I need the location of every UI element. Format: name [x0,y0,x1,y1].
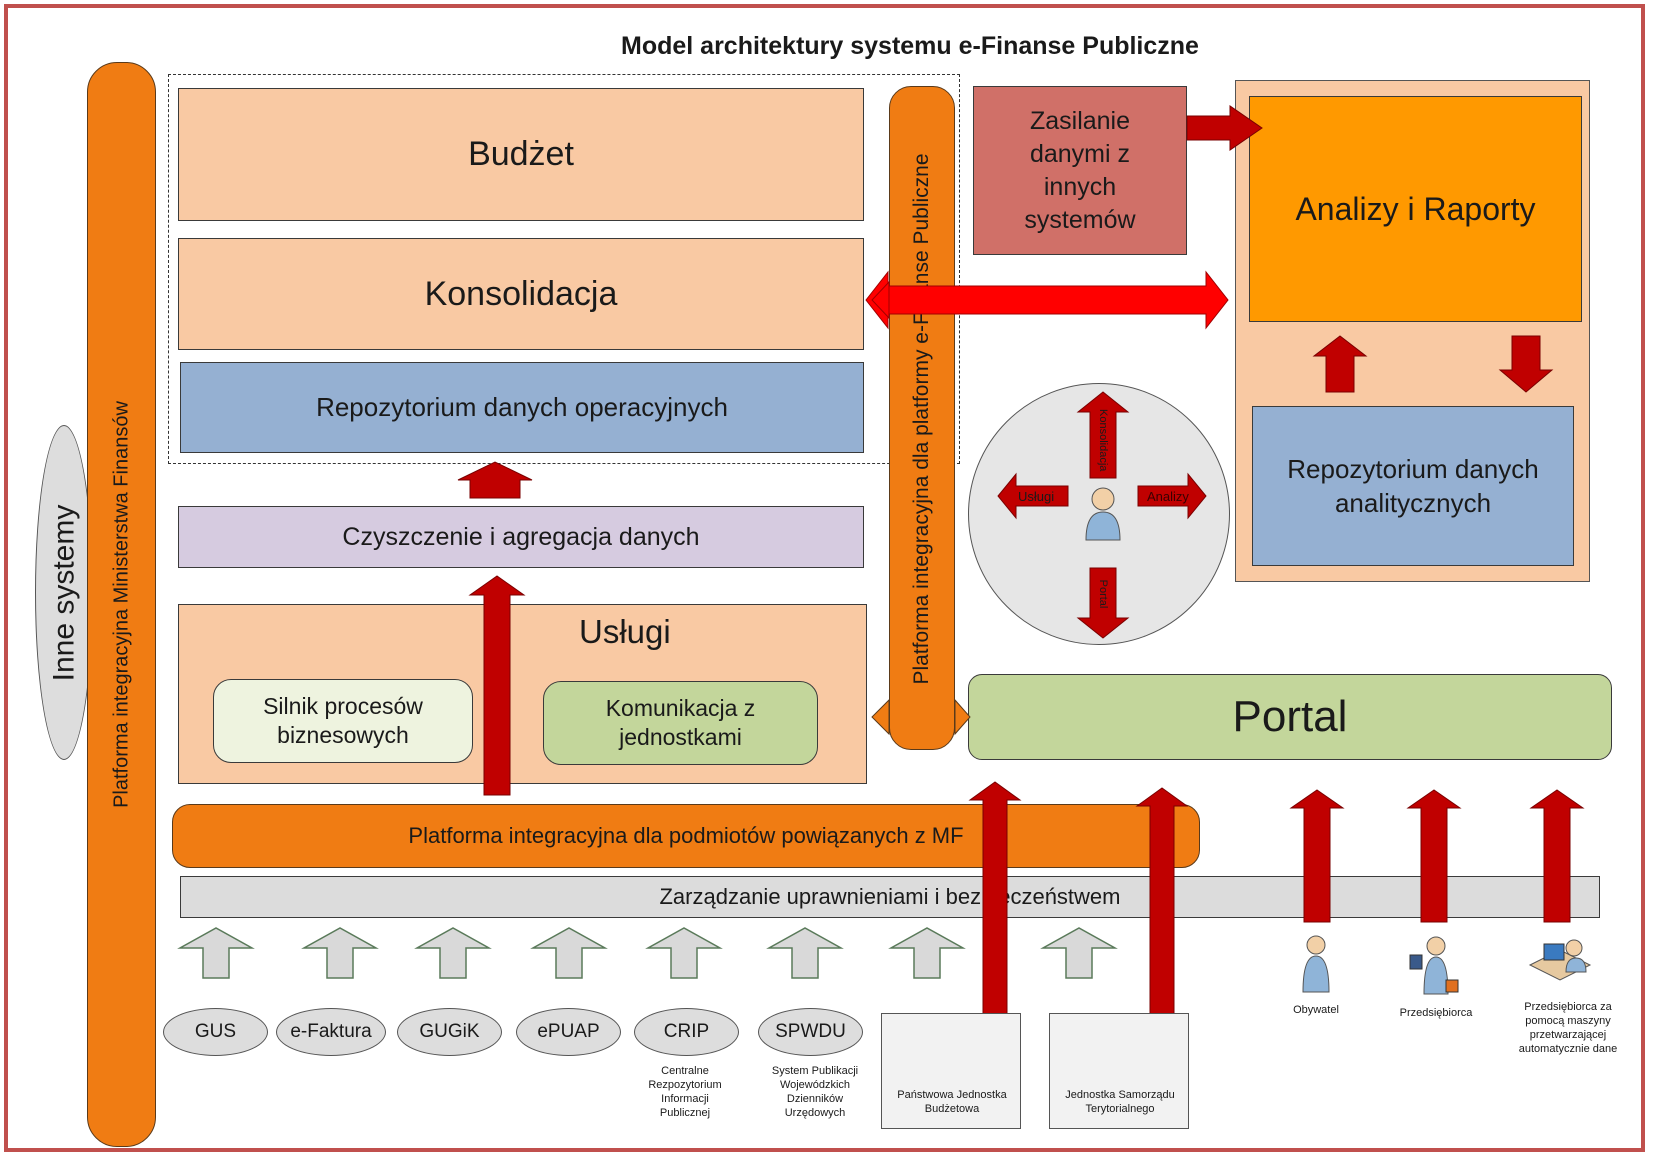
arrow-efaktura [301,927,379,979]
circle-arrow-right [1137,472,1207,520]
pjb-label: Państwowa Jednostka Budżetowa [897,1089,1007,1115]
efp-arrow-top-left [871,280,890,320]
arrow-system-7 [888,927,966,979]
repozytorium-operacyjne-box: Repozytorium danych operacyjnych [180,362,864,453]
przedsiebiorca-maszyna-label: Przedsiębiorca za pomocą maszyny przetwa… [1518,1001,1618,1055]
arrow-zasilanie [1186,105,1263,151]
arrow-spwdu [766,927,844,979]
person-icon-center [1085,487,1121,541]
system-gugik: GUGiK [397,1008,502,1056]
circle-label-konsolidacja: Konsolidacja [1097,409,1109,472]
arrow-epuap [530,927,608,979]
arrow-konsolidacja-analizy [865,270,1229,330]
arrow-obywatel [1289,789,1345,923]
crip-description: Centralne Rezpozytorium Informacji Publi… [648,1065,722,1119]
obywatel-label: Obywatel [1293,1004,1339,1016]
system-spwdu: SPWDU [758,1008,863,1056]
arrow-down-analizy [1498,335,1554,393]
data-layer-container [168,74,960,464]
diagram-title: Model architektury systemu e-Finanse Pub… [621,32,1199,60]
konsolidacja-box: Konsolidacja [178,238,864,350]
arrow-pjb-portal [968,781,1022,1018]
pjb-box: Państwowa Jednostka Budżetowa [881,1013,1021,1129]
arrow-przedsiebiorca [1406,789,1462,923]
system-gus: GUS [163,1008,268,1056]
zarzadzanie-bar: Zarządzanie uprawnieniami i bezpieczeńst… [180,876,1600,918]
silnik-procesow-box: Silnik procesów biznesowych [213,679,473,763]
person-icon-obywatel [1302,935,1330,993]
jst-box: Jednostka Samorządu Terytorialnego [1049,1013,1189,1129]
czyszczenie-box: Czyszczenie i agregacja danych [178,506,864,568]
arrow-jst-portal [1135,787,1189,1018]
arrow-up-czyszczenie [457,461,533,499]
businessman-icon [1409,936,1459,995]
circle-label-portal: Portal [1097,579,1109,609]
platform-efp-bar: Platforma integracyjna dla platformy e-F… [889,86,955,750]
arrow-up-analizy [1312,335,1368,393]
arrow-up-uslugi [468,575,526,796]
circle-arrow-left [997,472,1069,520]
analizy-raporty-box: Analizy i Raporty [1249,96,1582,322]
system-arrows [177,927,1118,979]
diagram-frame [4,4,1645,1152]
przedsiebiorca-label: Przedsiębiorca [1399,1007,1473,1019]
arrow-crip [645,927,723,979]
computer-user-icon [1528,939,1592,981]
uslugi-title: Usługi [579,613,671,650]
zasilanie-box: Zasilanie danymi z innych systemów [973,86,1187,255]
platform-mf-bar: Platforma integracyjna Ministerstwa Fina… [87,62,156,1147]
system-efaktura: e-Faktura [276,1008,386,1056]
repozytorium-analityczne-box: Repozytorium danych analitycznych [1252,406,1574,566]
efp-arrow-right [954,698,971,736]
portal-box: Portal [968,674,1612,760]
spwdu-description: System Publikacji Wojewódzkich Dziennikó… [771,1065,859,1119]
circle-arrow-down [1076,567,1130,639]
platform-podmioty-bar: Platforma integracyjna dla podmiotów pow… [172,804,1200,868]
jst-label: Jednostka Samorządu Terytorialnego [1065,1089,1175,1115]
arrow-gus [177,927,255,979]
efp-arrow-left [871,698,890,736]
inne-systemy-ellipse: Inne systemy [35,425,93,760]
circle-label-analizy: Analizy [1147,489,1189,504]
circle-arrow-up [1076,391,1130,479]
budzet-box: Budżet [178,88,864,221]
arrow-system-8 [1040,927,1118,979]
system-epuap: ePUAP [516,1008,621,1056]
circle-label-uslugi: Usługi [1018,489,1055,504]
system-crip: CRIP [634,1008,739,1056]
komunikacja-box: Komunikacja z jednostkami [543,681,818,765]
arrow-gugik [414,927,492,979]
arrow-przedsiebiorca-maszyna [1529,789,1585,923]
